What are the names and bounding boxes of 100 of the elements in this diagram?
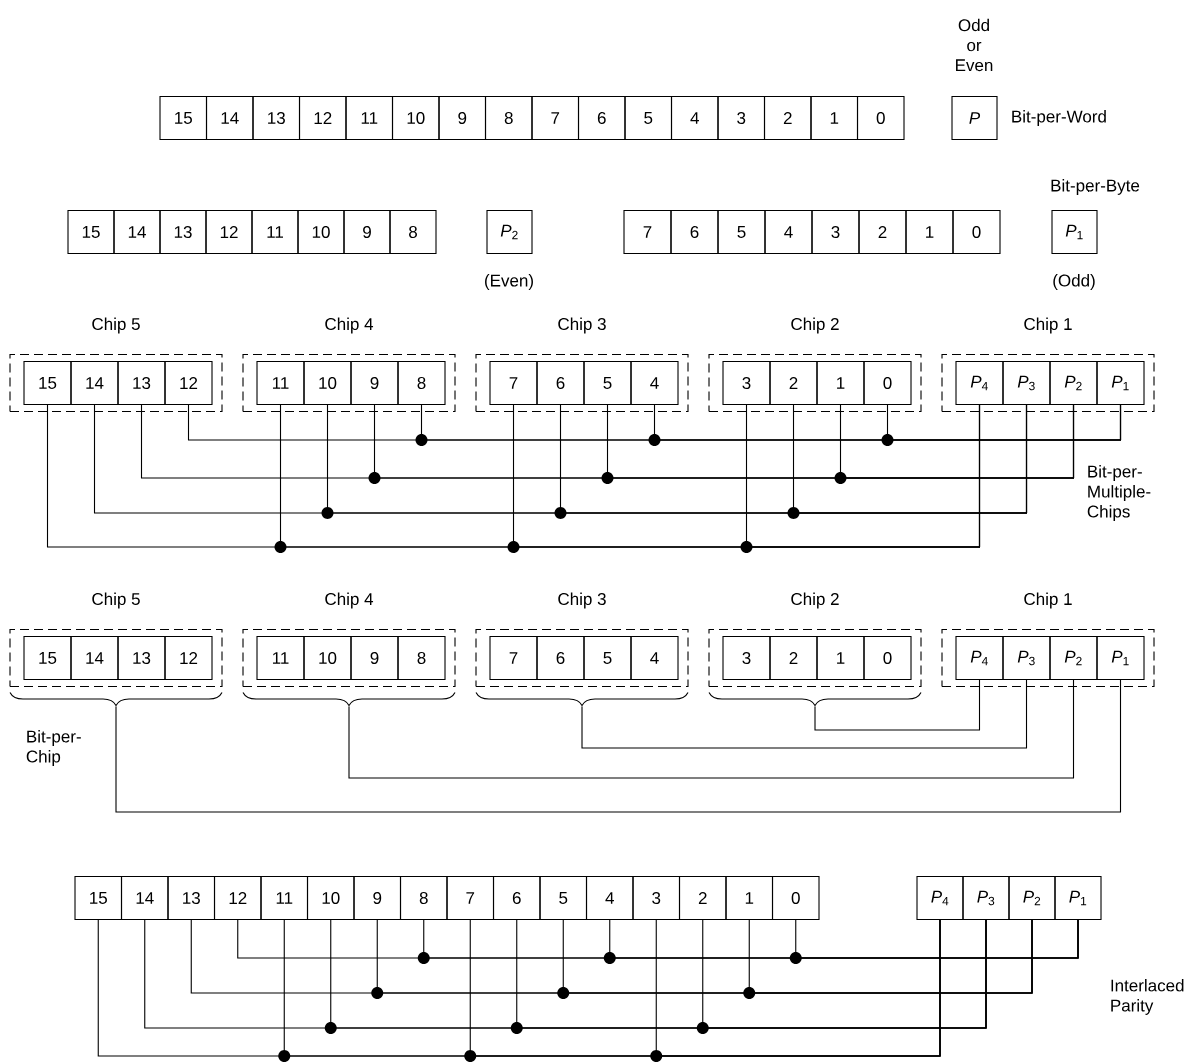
bit-cell: 6	[492, 875, 541, 921]
scheme-label: Bit-per- Multiple- Chips	[1087, 465, 1151, 521]
bit-cell: 1	[816, 635, 865, 681]
bit-cell: 8	[397, 360, 446, 406]
bit-cell: P$_{1}$	[1096, 635, 1145, 681]
scheme-label: Bit-per- Chip	[26, 730, 81, 766]
parity-line	[792, 404, 1028, 514]
bit-cell: 3	[722, 635, 771, 681]
bit-cell: 4	[630, 360, 679, 406]
bit-cell: 5	[583, 360, 632, 406]
bit-cell: 2	[678, 875, 727, 921]
bit-cell: 11	[345, 95, 394, 141]
bit-cell: 11	[251, 209, 299, 255]
parity-line	[886, 404, 1122, 441]
chip-label: Chip 5	[92, 317, 140, 334]
bit-cell: 10	[303, 635, 352, 681]
bit-cell: 0	[863, 635, 912, 681]
bit-cell: 3	[722, 360, 771, 406]
bit-cell: P$_{2}$	[486, 209, 533, 255]
bit-cell: 10	[297, 209, 345, 255]
bit-cell: 7	[489, 635, 538, 681]
bit-cell: 15	[159, 95, 208, 141]
bit-cell: 5	[583, 635, 632, 681]
chip-label: Chip 1	[1024, 592, 1072, 609]
bit-cell: 5	[539, 875, 588, 921]
parity-line	[655, 919, 941, 1057]
chip-label: Chip 3	[558, 592, 606, 609]
bit-cell: P$_{4}$	[916, 875, 964, 921]
bit-cell: P$_{2}$	[1008, 875, 1056, 921]
bit-cell: 13	[117, 360, 166, 406]
bit-cell: 8	[484, 95, 533, 141]
bit-cell: 12	[298, 95, 347, 141]
bit-cell: 1	[725, 875, 774, 921]
bit-cell: 7	[446, 875, 495, 921]
chip-label: Chip 3	[558, 317, 606, 334]
bit-cell: P$_{2}$	[1049, 635, 1098, 681]
bit-cell: 4	[585, 875, 634, 921]
chip-label: Chip 4	[325, 592, 374, 609]
bit-cell: 3	[717, 95, 766, 141]
parity-line	[115, 679, 1122, 813]
bit-cell: 4	[764, 209, 813, 255]
bit-cell: 4	[670, 95, 719, 141]
bit-cell: 5	[717, 209, 766, 255]
bit-cell: P$_{1}$	[1051, 209, 1098, 255]
bit-cell: 13	[117, 635, 166, 681]
bit-cell: 2	[858, 209, 907, 255]
bit-cell: P$_{4}$	[955, 635, 1004, 681]
bit-cell: 3	[811, 209, 860, 255]
parity-line	[702, 919, 987, 1029]
bit-cell: 6	[577, 95, 626, 141]
bit-cell: 0	[856, 95, 905, 141]
scheme-label: Bit-per-Byte	[1051, 179, 1140, 195]
bit-cell: 13	[159, 209, 207, 255]
chip-label: Chip 5	[92, 592, 140, 609]
bit-cell: P$_{2}$	[1049, 360, 1098, 406]
bit-cell: 7	[489, 360, 538, 406]
bit-cell: 14	[113, 209, 161, 255]
bit-cell: P$_{3}$	[962, 875, 1010, 921]
bit-cell: 8	[399, 875, 448, 921]
bit-cell: 15	[23, 635, 72, 681]
bit-cell: 13	[252, 95, 301, 141]
bit-cell: 14	[120, 875, 169, 921]
bit-cell: 9	[343, 209, 391, 255]
parity-note: (Odd)	[1053, 274, 1095, 290]
bit-cell: 8	[389, 209, 437, 255]
bit-cell: 12	[164, 360, 213, 406]
bit-cell: 0	[771, 875, 820, 921]
bit-cell: 12	[213, 875, 262, 921]
bit-cell: 1	[816, 360, 865, 406]
parity-note: Odd or Even	[956, 18, 993, 72]
bit-cell: 2	[769, 360, 818, 406]
bit-cell: 15	[74, 875, 123, 921]
bit-cell: P	[951, 95, 998, 141]
bit-cell: 1	[810, 95, 859, 141]
bit-cell: 6	[536, 635, 585, 681]
bit-cell: 10	[303, 360, 352, 406]
bit-cell: 6	[536, 360, 585, 406]
bit-cell: 11	[256, 635, 305, 681]
bit-cell: P$_{3}$	[1002, 635, 1051, 681]
bit-cell: 4	[630, 635, 679, 681]
bit-cell: P$_{3}$	[1002, 360, 1051, 406]
bit-cell: 0	[952, 209, 1001, 255]
bit-cell: 11	[256, 360, 305, 406]
parity-line	[748, 919, 1033, 994]
chip-label: Chip 4	[325, 317, 374, 334]
parity-line	[814, 679, 981, 731]
bit-cell: 6	[670, 209, 719, 255]
bit-cell: 3	[632, 875, 681, 921]
bit-cell: 10	[391, 95, 440, 141]
bit-cell: P$_{1}$	[1096, 360, 1145, 406]
bit-cell: 1	[905, 209, 954, 255]
bit-cell: 14	[70, 635, 119, 681]
bit-cell: 9	[353, 875, 402, 921]
bit-cell: 13	[167, 875, 216, 921]
parity-line	[348, 679, 1075, 779]
scheme-label: Interlaced Parity	[1111, 979, 1184, 1015]
bit-cell: 7	[623, 209, 672, 255]
parity-note: (Even)	[485, 274, 533, 290]
bit-cell: 2	[763, 95, 812, 141]
bit-cell: P$_{1}$	[1054, 875, 1102, 921]
